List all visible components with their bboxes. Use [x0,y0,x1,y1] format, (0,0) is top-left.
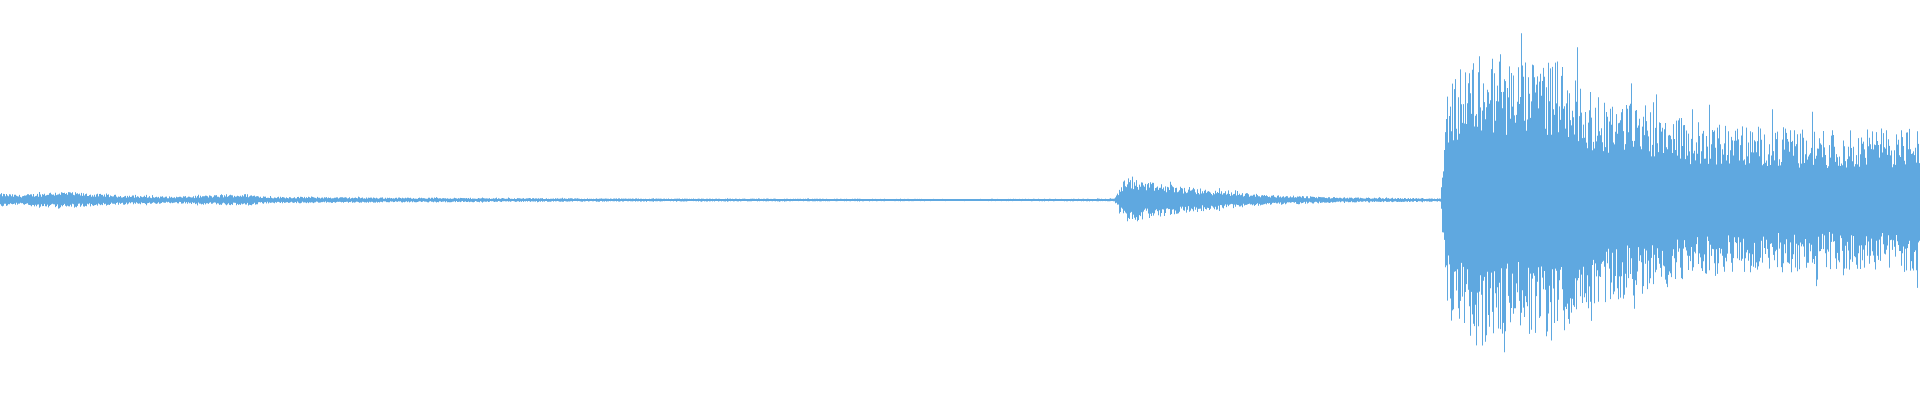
waveform-peaks [0,33,1920,353]
waveform-path [0,33,1920,353]
